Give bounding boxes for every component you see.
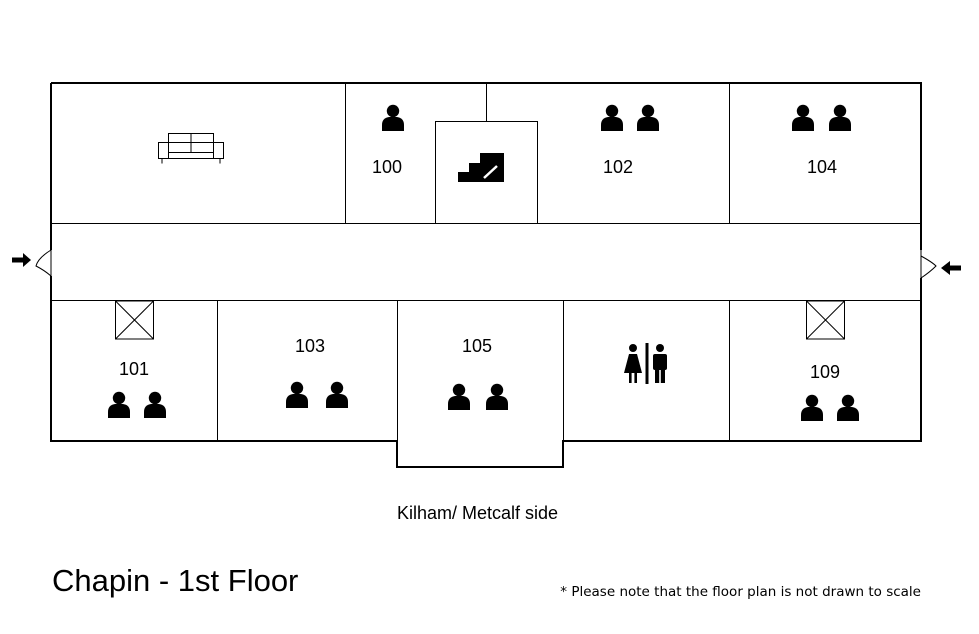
entrance-arrow-icon-west (12, 253, 31, 267)
person-icon (801, 394, 823, 421)
person-icon (601, 104, 623, 131)
building-walls (50, 82, 922, 468)
person-icon (108, 391, 130, 418)
elevator-icon-101 (115, 300, 154, 340)
restroom-icon (624, 343, 667, 384)
room-label-109: 109 (810, 362, 840, 382)
stairs-icon (458, 153, 504, 182)
person-icon (326, 381, 348, 408)
room-104-occupants (792, 104, 851, 131)
person-icon (486, 383, 508, 410)
room-label-104: 104 (807, 157, 837, 177)
side-label: Kilham/ Metcalf side (396, 503, 559, 523)
room-label-101: 101 (119, 359, 149, 379)
person-icon (448, 383, 470, 410)
room-102-occupants (601, 104, 659, 131)
entrance-arrow-icon-east (941, 261, 961, 275)
room-label-102: 102 (603, 157, 633, 177)
elevator-icon-109 (806, 300, 845, 340)
room-105-occupants (448, 383, 508, 410)
room-label-103: 103 (295, 336, 325, 356)
person-icon (792, 104, 814, 131)
person-icon (286, 381, 308, 408)
person-icon (829, 104, 851, 131)
room-101-occupants (108, 391, 166, 418)
room-label-105: 105 (462, 336, 492, 356)
west-door (35, 249, 52, 277)
room-103-occupants (286, 381, 348, 408)
room-label-100: 100 (372, 157, 402, 177)
room-100-occupants (382, 104, 404, 131)
person-icon (837, 394, 859, 421)
room-109-occupants (801, 394, 859, 421)
sofa-icon (158, 133, 224, 164)
east-door (920, 250, 937, 279)
person-icon (637, 104, 659, 131)
person-icon (144, 391, 166, 418)
scale-note: * Please note that the floor plan is not… (560, 584, 921, 600)
person-icon (382, 104, 404, 131)
page-title: Chapin - 1st Floor (52, 563, 299, 598)
